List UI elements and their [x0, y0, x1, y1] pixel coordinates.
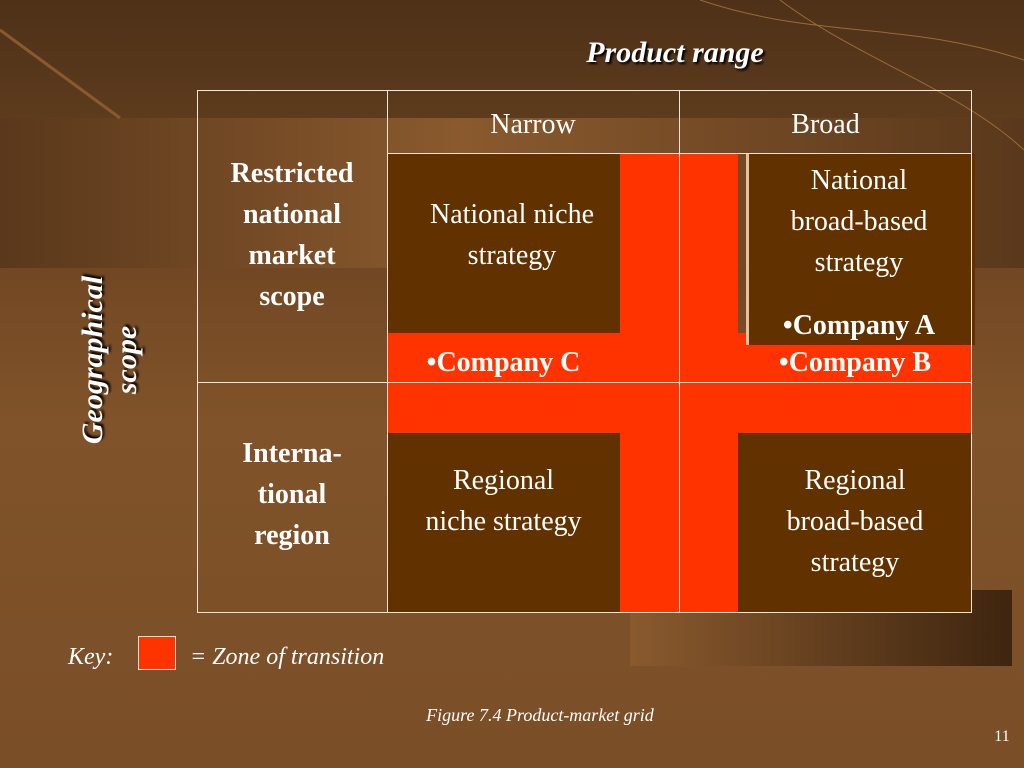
- decor-band-top: [0, 0, 1024, 118]
- regional-niche-box: [387, 433, 620, 613]
- key-text: = Zone of transition: [190, 644, 385, 670]
- column-header-narrow: Narrow: [490, 109, 576, 140]
- row-header-restricted: Restricted national market scope: [197, 153, 387, 317]
- grid-line-top: [197, 90, 972, 91]
- company-b-label: •Company B: [778, 347, 932, 378]
- grid-line-right: [971, 90, 972, 613]
- row-header-restricted-line4: scope: [259, 281, 325, 312]
- grid-line-bottom: [197, 612, 972, 613]
- national-broad-line1: National: [810, 165, 908, 196]
- geographical-scope-title: Geographical scope: [40, 260, 180, 460]
- row-header-restricted-line2: national: [242, 199, 342, 230]
- national-niche-line2: strategy: [467, 240, 557, 271]
- regional-niche-line2: niche strategy: [425, 506, 582, 537]
- regional-broad-line2: broad-based: [786, 506, 924, 537]
- product-market-grid: Narrow Broad Restricted national market …: [197, 90, 975, 613]
- regional-broad-line3: strategy: [810, 547, 900, 578]
- product-range-title: Product range: [586, 36, 764, 69]
- column-header-broad: Broad: [791, 109, 860, 140]
- row-header-international-line1: Interna-: [242, 438, 342, 469]
- regional-broad-box: [738, 433, 972, 613]
- figure-caption: Figure 7.4 Product-market grid: [426, 705, 654, 725]
- regional-broad-line1: Regional: [804, 465, 906, 496]
- national-niche-text: National niche strategy: [387, 194, 637, 276]
- company-a-label: •Company A: [782, 310, 936, 341]
- row-header-international-line3: region: [254, 520, 330, 551]
- row-header-international: Interna- tional region: [197, 433, 387, 556]
- row-header-restricted-line1: Restricted: [230, 158, 354, 189]
- grid-line-col2: [679, 90, 680, 613]
- national-broad-line3: strategy: [814, 247, 904, 278]
- key-label: Key:: [68, 644, 114, 670]
- grid-line-col1: [387, 90, 388, 613]
- national-broad-line2: broad-based: [790, 206, 928, 237]
- regional-niche-line1: Regional: [452, 465, 555, 496]
- national-broad-text: National broad-based strategy: [746, 160, 972, 283]
- geo-title-line2: scope: [110, 325, 143, 395]
- geo-title-line1: Geographical: [76, 275, 109, 445]
- national-niche-box: [387, 153, 620, 333]
- row-header-restricted-line3: market: [248, 240, 336, 271]
- row-header-international-line2: tional: [257, 479, 327, 510]
- key-swatch: [138, 636, 176, 670]
- slide-number: 11: [994, 728, 1010, 745]
- grid-line-row: [197, 382, 972, 383]
- regional-broad-text: Regional broad-based strategy: [738, 460, 972, 583]
- company-c-label: •Company C: [426, 347, 581, 378]
- regional-niche-text: Regional niche strategy: [387, 460, 620, 542]
- national-broad-box: [746, 153, 975, 345]
- grid-line-header: [387, 153, 972, 154]
- national-niche-line1: National niche: [429, 199, 595, 230]
- grid-line-left: [197, 90, 198, 613]
